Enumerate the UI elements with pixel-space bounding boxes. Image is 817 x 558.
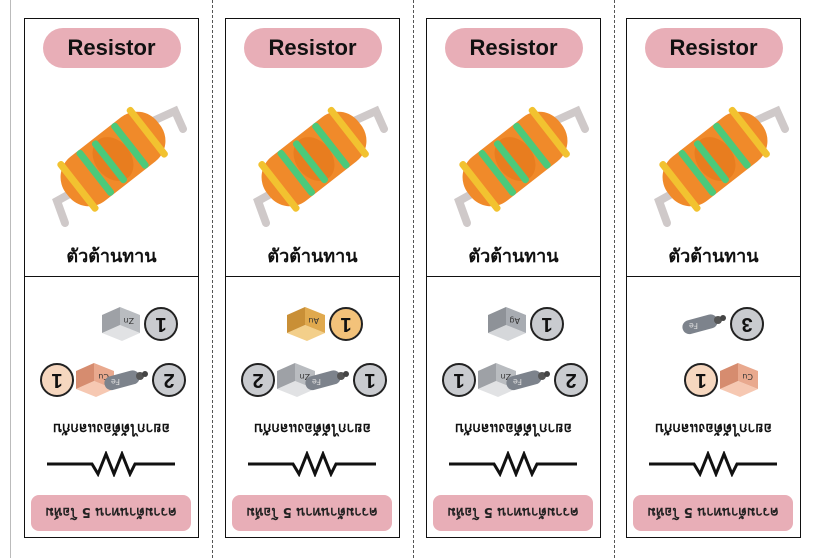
- page-edge-left: [10, 0, 11, 558]
- effect-label: ความต้านทาน 5 โอห์ม: [232, 495, 392, 531]
- card-title: Resistor: [444, 28, 583, 68]
- iron-rod-icon: [682, 314, 726, 335]
- resistor-symbol-icon: [449, 451, 577, 477]
- cut-line-3: [614, 0, 615, 558]
- effect-label: ความต้านทาน 5 โอห์ม: [633, 495, 793, 531]
- card-title: Resistor: [42, 28, 181, 68]
- material-symbol: Fe: [110, 377, 120, 386]
- resistor-symbol-icon: [47, 451, 175, 477]
- resistor-icon: [52, 105, 187, 227]
- card-thai-name: ตัวต้านทาน: [267, 246, 358, 267]
- flipped-content: Cu 1 Fe 2 Zn 1 อย: [25, 277, 198, 539]
- requirement-label: อยากได้ต้องแลกกับ: [655, 420, 772, 436]
- material-symbol: Zn: [123, 316, 134, 325]
- count-badge: 3: [730, 307, 764, 341]
- count-badge: 1: [40, 363, 74, 397]
- effect-label: ความต้านทาน 5 โอห์ม: [31, 495, 191, 531]
- resistor-card-4: Resistor ตัวต้านทาน: [626, 18, 801, 538]
- card-title: Resistor: [644, 28, 783, 68]
- card-back: Zn 2 Fe 1 Au 1 อย: [226, 277, 399, 539]
- flipped-content: Zn 2 Fe 1 Au 1 อย: [226, 277, 399, 539]
- count-badge: 1: [530, 307, 564, 341]
- card-back: Cu 1 Fe 3 อยากได้ต้องแลกกับ ความต้านทาน …: [627, 277, 800, 539]
- resistor-icon: [454, 105, 589, 227]
- cut-line-1: [212, 0, 213, 558]
- material-symbol: Fe: [512, 377, 522, 386]
- material-symbol: Ag: [509, 316, 520, 325]
- count-badge: 1: [329, 307, 363, 341]
- material-symbol: Fe: [311, 377, 321, 386]
- resistor-symbol-icon: [649, 451, 777, 477]
- count-badge: 1: [684, 363, 718, 397]
- count-badge: 2: [241, 363, 275, 397]
- effect-label: ความต้านทาน 5 โอห์ม: [433, 495, 593, 531]
- card-front: Resistor ตัวต้านทาน: [427, 19, 600, 277]
- resistor-card-2: Resistor ตัวต้านทาน: [225, 18, 400, 538]
- zinc-cube-icon: [102, 307, 140, 341]
- resistor-card-1: Resistor ตัวต้านทาน: [24, 18, 199, 538]
- requirement-label: อยากได้ต้องแลกกับ: [254, 420, 371, 436]
- iron-rod-icon: [305, 370, 349, 391]
- material-symbol: Au: [308, 316, 319, 325]
- count-badge: 1: [353, 363, 387, 397]
- resistor-icon: [253, 105, 388, 227]
- copper-cube-icon: [720, 363, 758, 397]
- requirement-label: อยากได้ต้องแลกกับ: [53, 420, 170, 436]
- resistor-icon: [654, 105, 789, 227]
- cut-line-2: [413, 0, 414, 558]
- count-badge: 1: [442, 363, 476, 397]
- card-back: Cu 1 Fe 2 Zn 1 อย: [25, 277, 198, 539]
- card-thai-name: ตัวต้านทาน: [66, 246, 157, 267]
- count-badge: 2: [554, 363, 588, 397]
- card-title: Resistor: [243, 28, 382, 68]
- silver-cube-icon: [488, 307, 526, 341]
- material-symbol: Cu: [742, 372, 753, 381]
- resistor-card-3: Resistor ตัวต้านทาน: [426, 18, 601, 538]
- card-back: Zn 1 Fe 2 Ag 1 อย: [427, 277, 600, 539]
- count-badge: 1: [144, 307, 178, 341]
- flipped-content: Zn 1 Fe 2 Ag 1 อย: [427, 277, 600, 539]
- gold-cube-icon: [287, 307, 325, 341]
- resistor-symbol-icon: [248, 451, 376, 477]
- count-badge: 2: [152, 363, 186, 397]
- card-front: Resistor ตัวต้านทาน: [627, 19, 800, 277]
- flipped-content: Cu 1 Fe 3 อยากได้ต้องแลกกับ ความต้านทาน …: [627, 277, 800, 539]
- requirement-label: อยากได้ต้องแลกกับ: [455, 420, 572, 436]
- card-thai-name: ตัวต้านทาน: [668, 246, 759, 267]
- card-thai-name: ตัวต้านทาน: [468, 246, 559, 267]
- card-front: Resistor ตัวต้านทาน: [25, 19, 198, 277]
- card-front: Resistor ตัวต้านทาน: [226, 19, 399, 277]
- iron-rod-icon: [506, 370, 550, 391]
- iron-rod-icon: [104, 370, 148, 391]
- material-symbol: Fe: [688, 321, 698, 330]
